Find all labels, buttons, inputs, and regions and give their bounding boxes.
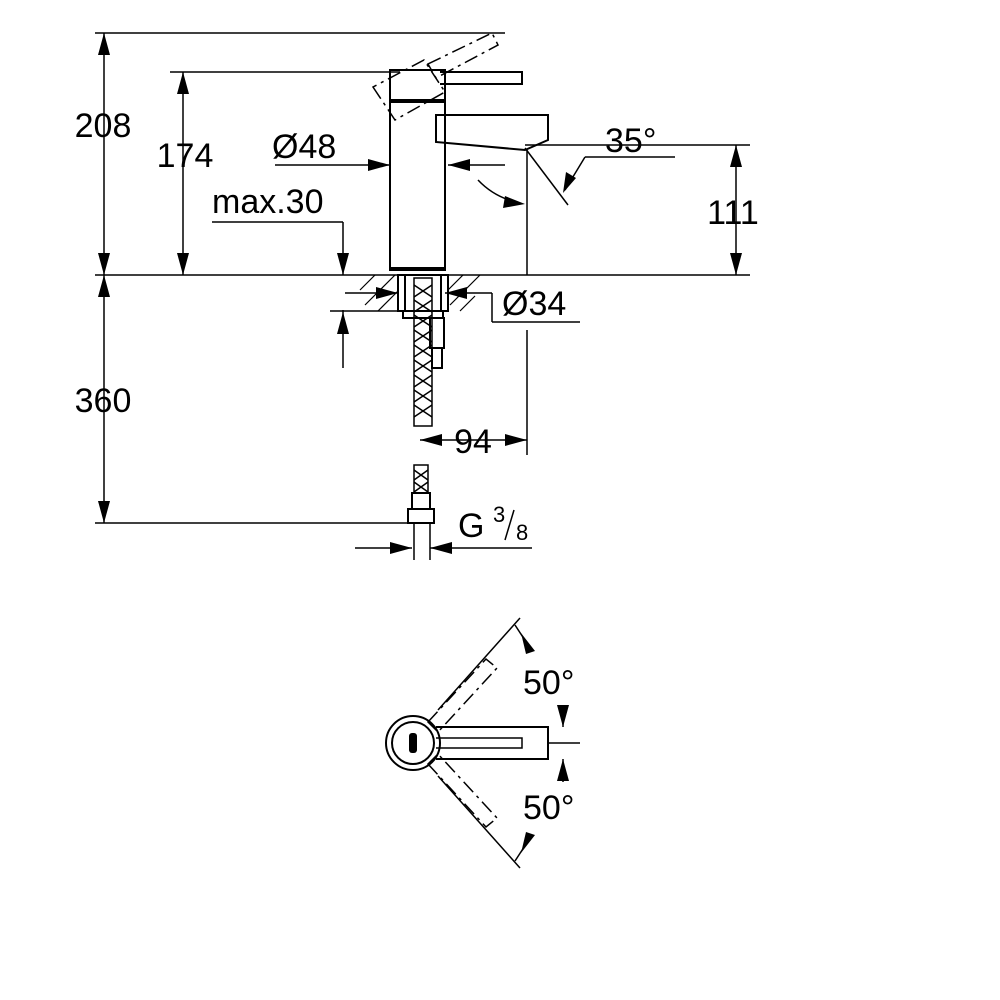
- lever-dot: [409, 733, 417, 753]
- faucet-side: [371, 32, 569, 275]
- dim-max-deck: max.30: [212, 183, 400, 368]
- deck-section: [359, 274, 481, 312]
- thread-prefix: G: [458, 507, 484, 545]
- dim-label-360: 360: [75, 382, 132, 420]
- dim-label-max30: max.30: [212, 183, 324, 221]
- body-circle: [385, 715, 441, 771]
- dim-hose-length: 360: [75, 275, 132, 523]
- dim-thread: G 3 8: [355, 502, 532, 554]
- dim-total-height: 208: [75, 33, 132, 275]
- cap-circle: [391, 721, 435, 765]
- dim-spout-reach: 94: [420, 330, 528, 461]
- dim-spout-height: 111: [707, 145, 759, 275]
- dim-label-111: 111: [707, 194, 759, 232]
- lever-raised-position: [371, 32, 499, 121]
- dim-label-35deg: 35°: [605, 122, 656, 160]
- thread-denominator: 8: [516, 520, 528, 545]
- dim-label-d48: Ø48: [272, 128, 336, 166]
- faucet-lever: [440, 71, 523, 85]
- faucet-body: [389, 99, 446, 271]
- dim-hole-diameter: Ø34: [345, 285, 580, 323]
- lever-top: [436, 737, 523, 749]
- dim-label-50deg-lower: 50°: [523, 789, 574, 827]
- spout-top: [436, 726, 549, 760]
- swivel-positions: [426, 657, 499, 829]
- dim-spout-angle: 35°: [477, 122, 675, 208]
- dim-label-94: 94: [454, 423, 492, 461]
- dim-swivel-upper: 50°: [437, 617, 580, 744]
- dim-label-d34: Ø34: [502, 285, 566, 323]
- top-view: 50° 50°: [385, 617, 580, 869]
- dim-label-174: 174: [157, 137, 214, 175]
- side-view: 208 174 Ø48 max.30: [75, 32, 759, 560]
- dim-body-diameter: Ø48: [272, 128, 505, 171]
- dim-label-50deg-upper: 50°: [523, 664, 574, 702]
- dim-body-height: 174: [157, 72, 214, 275]
- braided-hose: [407, 277, 435, 560]
- faucet-cap: [389, 69, 446, 103]
- dim-label-208: 208: [75, 107, 132, 145]
- thread-numerator: 3: [493, 502, 505, 527]
- dim-swivel-lower: 50°: [437, 759, 574, 869]
